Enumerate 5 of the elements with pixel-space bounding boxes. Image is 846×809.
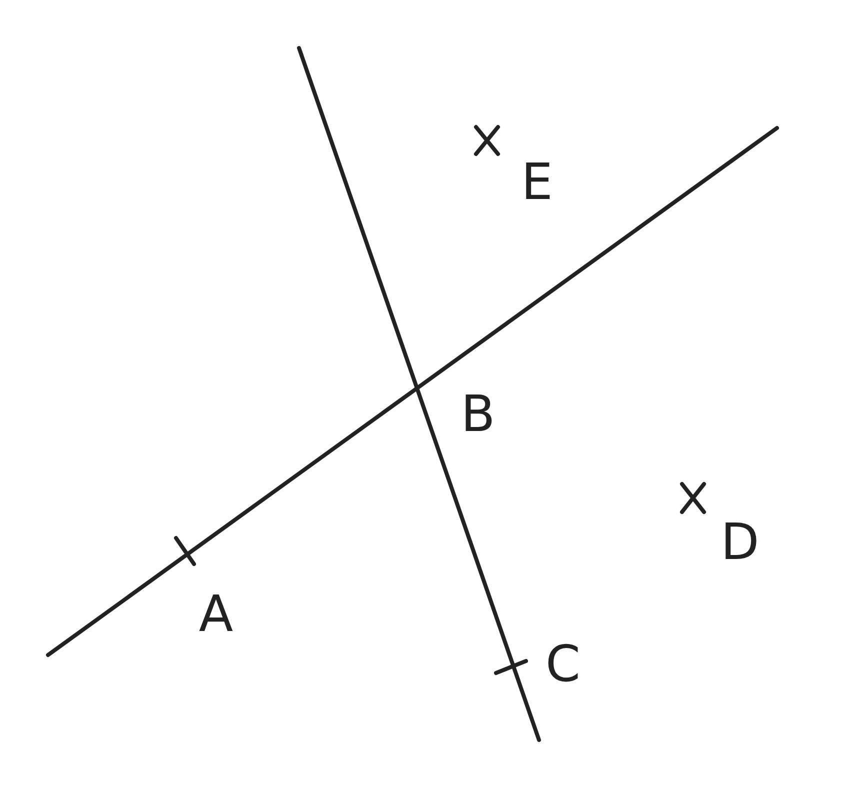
- point-label: A: [198, 589, 234, 639]
- point-label: C: [546, 639, 580, 689]
- point-label: D: [720, 517, 760, 567]
- point-label: B: [460, 389, 496, 439]
- point-label: E: [521, 157, 553, 207]
